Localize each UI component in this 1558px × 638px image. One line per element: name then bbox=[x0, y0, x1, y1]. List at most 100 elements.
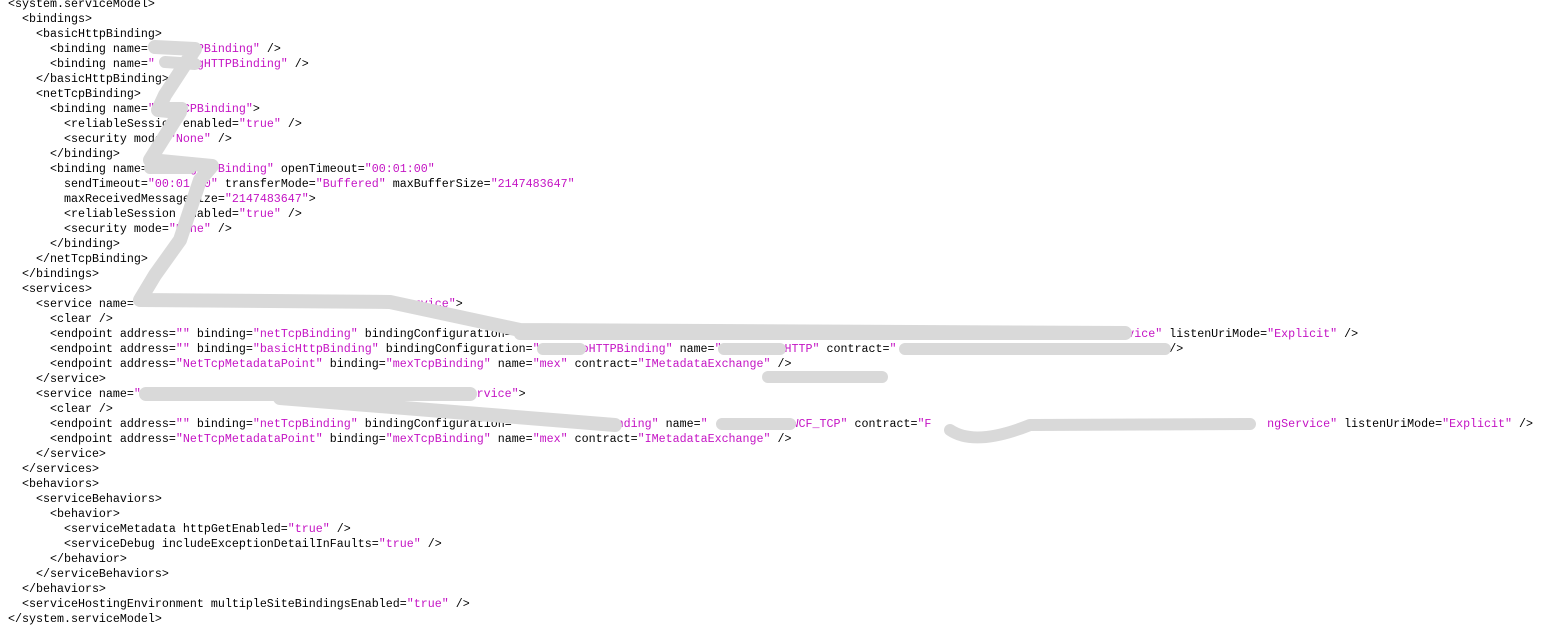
xml-markup: <serviceDebug includeExceptionDetailInFa… bbox=[8, 537, 379, 551]
attribute-value: "None" bbox=[168, 132, 211, 146]
xml-markup: /> bbox=[210, 132, 232, 146]
xml-markup: /> bbox=[1337, 327, 1359, 341]
xml-markup: </service> bbox=[8, 447, 106, 461]
code-line: </service> bbox=[8, 447, 1533, 462]
xml-markup: listenUriMode= bbox=[1337, 417, 1443, 431]
xml-markup: binding= bbox=[189, 342, 253, 356]
code-line: </netTcpBinding> bbox=[8, 252, 1533, 267]
code-line: <reliableSession enabled="true" /> bbox=[8, 117, 1533, 132]
xml-markup: name= bbox=[490, 432, 533, 446]
xml-markup: contract= bbox=[847, 417, 918, 431]
xml-markup: maxReceivedMessageSize= bbox=[8, 192, 225, 206]
xml-markup: listenUriMode= bbox=[1162, 327, 1268, 341]
code-line: <serviceHostingEnvironment multipleSiteB… bbox=[8, 597, 1533, 612]
xml-markup: <reliableSession enabled= bbox=[8, 117, 239, 131]
xml-markup: sendTimeout= bbox=[8, 177, 148, 191]
xml-markup: </services> bbox=[8, 462, 99, 476]
xml-markup: </netTcpBinding> bbox=[8, 252, 148, 266]
xml-markup: <binding name= bbox=[8, 57, 148, 71]
code-line: </behaviors> bbox=[8, 582, 1533, 597]
attribute-value: "netTcpBinding" bbox=[252, 417, 358, 431]
code-line: <clear /> bbox=[8, 402, 1533, 417]
code-line: </service> bbox=[8, 372, 1533, 387]
attribute-value: "NetTcpMetadataPoint" bbox=[175, 432, 323, 446]
code-line: <service name=" Service"> bbox=[8, 387, 1533, 402]
code-line: <behaviors> bbox=[8, 477, 1533, 492]
attribute-value: " Service" bbox=[889, 342, 1163, 356]
xml-markup: > bbox=[308, 192, 316, 206]
xml-markup: bindingConfiguration= bbox=[357, 327, 512, 341]
attribute-value: "2147483647" bbox=[224, 192, 309, 206]
xml-markup: </system.serviceModel> bbox=[8, 612, 162, 626]
xml-markup: </behavior> bbox=[8, 552, 127, 566]
code-line: </binding> bbox=[8, 237, 1533, 252]
attribute-value: "F ngService" bbox=[917, 417, 1338, 431]
code-line: </binding> bbox=[8, 147, 1533, 162]
attribute-value: "true" bbox=[238, 117, 281, 131]
attribute-value: "00:01:00" bbox=[364, 162, 435, 176]
xml-markup: <security mode= bbox=[8, 132, 169, 146]
code-line: </system.serviceModel> bbox=[8, 612, 1533, 627]
code-line: <endpoint address="" binding="netTcpBind… bbox=[8, 417, 1533, 432]
xml-markup: <security mode= bbox=[8, 222, 169, 236]
attribute-value: "Explicit" bbox=[1267, 327, 1338, 341]
xml-markup: name= bbox=[490, 357, 533, 371]
code-line: <binding name=" ingHTTPBinding" /> bbox=[8, 57, 1533, 72]
xml-markup: <serviceHostingEnvironment multipleSiteB… bbox=[8, 597, 407, 611]
xml-markup: <service name= bbox=[8, 297, 134, 311]
code-line: <basicHttpBinding> bbox=[8, 27, 1533, 42]
code-line: </services> bbox=[8, 462, 1533, 477]
code-line: <services> bbox=[8, 282, 1533, 297]
code-line: <endpoint address="NetTcpMetadataPoint" … bbox=[8, 357, 1533, 372]
xml-markup: <endpoint address= bbox=[8, 432, 176, 446]
code-line: <endpoint address="" binding="netTcpBind… bbox=[8, 327, 1533, 342]
attribute-value: " Service" bbox=[133, 387, 519, 401]
attribute-value: "mexTcpBinding" bbox=[385, 432, 491, 446]
xml-markup: <endpoint address= bbox=[8, 342, 176, 356]
xml-markup: contract= bbox=[567, 357, 638, 371]
xml-markup: <binding name= bbox=[8, 42, 148, 56]
xml-markup: transferMode= bbox=[217, 177, 316, 191]
xml-markup: </bindings> bbox=[8, 267, 99, 281]
code-line: <bindings> bbox=[8, 12, 1533, 27]
attribute-value: " PBinding" bbox=[511, 417, 659, 431]
attribute-value: "IMetadataExchange" bbox=[637, 357, 771, 371]
code-line: <serviceBehaviors> bbox=[8, 492, 1533, 507]
xml-markup: /> bbox=[287, 57, 309, 71]
code-line: maxReceivedMessageSize="2147483647"> bbox=[8, 192, 1533, 207]
xml-markup: </service> bbox=[8, 372, 106, 386]
xml-markup: <endpoint address= bbox=[8, 327, 176, 341]
code-line: <serviceDebug includeExceptionDetailInFa… bbox=[8, 537, 1533, 552]
code-line: <reliableSession enabled="true" /> bbox=[8, 207, 1533, 222]
attribute-value: "true" bbox=[238, 207, 281, 221]
code-line: <netTcpBinding> bbox=[8, 87, 1533, 102]
code-line: </basicHttpBinding> bbox=[8, 72, 1533, 87]
xml-markup: > bbox=[518, 387, 526, 401]
xml-markup: contract= bbox=[567, 432, 638, 446]
attribute-value: "IMetadataExchange" bbox=[637, 432, 771, 446]
code-line: <clear /> bbox=[8, 312, 1533, 327]
xml-config-text: <system.serviceModel> <bindings> <basicH… bbox=[8, 0, 1533, 627]
xml-markup: /> bbox=[280, 117, 302, 131]
xml-markup: binding= bbox=[189, 417, 253, 431]
attribute-value: " ingHTTPBinding" bbox=[147, 57, 288, 71]
xml-markup: /> bbox=[259, 42, 281, 56]
code-line: </bindings> bbox=[8, 267, 1533, 282]
xml-markup: <binding name= bbox=[8, 162, 148, 176]
attribute-value: "2147483647" bbox=[490, 177, 575, 191]
xml-markup: binding= bbox=[189, 327, 253, 341]
code-line: <endpoint address="NetTcpMetadataPoint" … bbox=[8, 432, 1533, 447]
xml-markup: bindingConfiguration= bbox=[378, 342, 533, 356]
xml-markup: <endpoint address= bbox=[8, 357, 176, 371]
xml-markup: /> bbox=[1162, 342, 1184, 356]
attribute-value: "mexTcpBinding" bbox=[385, 357, 491, 371]
attribute-value: " Service" bbox=[511, 327, 1163, 341]
xml-markup: <behavior> bbox=[8, 507, 120, 521]
xml-markup: <endpoint address= bbox=[8, 417, 176, 431]
xml-markup: </basicHttpBinding> bbox=[8, 72, 169, 86]
xml-markup: contract= bbox=[819, 342, 890, 356]
code-line: sendTimeout="00:01:00" transferMode="Buf… bbox=[8, 177, 1533, 192]
xml-markup: </behaviors> bbox=[8, 582, 106, 596]
attribute-value: "basicHttpBinding" bbox=[252, 342, 379, 356]
xml-markup: > bbox=[252, 102, 260, 116]
